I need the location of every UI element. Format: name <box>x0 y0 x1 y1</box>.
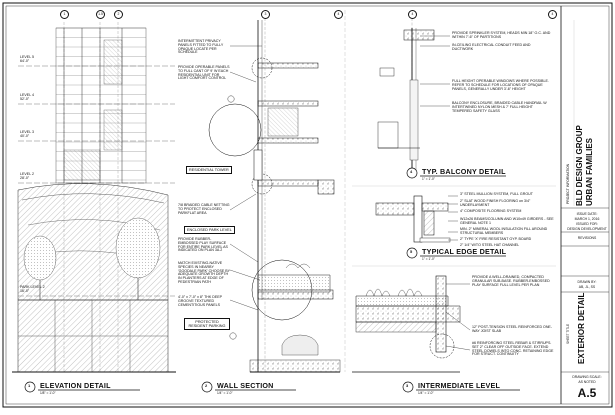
edge-note-mullion: 3" STEEL MULLION SYSTEM, FULL GROUT <box>460 192 533 196</box>
edge-note-hat-channel: 2" 1/4" W/TO STEEL HAT CHANNEL <box>460 243 520 247</box>
intermediate-view-title: INTERMEDIATE LEVEL <box>418 381 501 390</box>
drawing-scale-value: AS NOTED <box>578 380 596 384</box>
wall-note-cable-netting: 7/8 BRAIDED CABLE NETTING TO PROTECT ENC… <box>178 203 230 215</box>
drawn-by-label: DRAWN BY: <box>577 280 597 284</box>
elevation-detail-view <box>12 22 176 393</box>
wall-note-privacy-panels: INTERMITTENT PRIVACY PANELS FITTED TO FU… <box>178 39 224 55</box>
edge-note-insulation: MIN. 2" MINERAL WOOL INSULATION FILL ARO… <box>460 227 548 235</box>
drawn-by-value: AB, JL, SS <box>578 285 596 289</box>
wall-section-view-number: 2 <box>205 383 208 388</box>
tag-enclosed-park-level: ENCLOSED PARK LEVEL <box>184 226 235 234</box>
intermediate-view-scale: 1/4" = 1'-0" <box>418 391 434 395</box>
elevation-view-scale: 1/8" = 1'-0" <box>40 391 56 395</box>
edge-view-number: 5 <box>410 249 413 254</box>
edge-note-composite: 4" COMPOSITE FLOORING SYSTEM <box>460 209 522 213</box>
balcony-view-number: 4 <box>410 169 413 174</box>
grid-bubble: 4 <box>548 10 557 19</box>
wall-section-view-title: WALL SECTION <box>217 381 274 390</box>
firm-name: BLD DESIGN GROUP <box>575 125 584 206</box>
wall-section-view-scale: 1/4" = 1'-0" <box>217 391 233 395</box>
inter-note-subbase: PROVIDE A WELL-DRAINED, COMPACTED GRANUL… <box>472 275 550 287</box>
issued-for-label: ISSUED FOR: <box>576 222 598 226</box>
grid-bubble: 4 <box>334 10 343 19</box>
edge-note-gyp-board: 2" TYPE 'X' FIRE RESISTANT GYP. BOARD <box>460 237 532 241</box>
tag-protected-parking: PROTECTED RESIDENT PARKING <box>184 318 230 330</box>
edge-note-beams: W12x26 BEAMS/COLUMN AND W10x49 GIRDERS -… <box>460 217 554 225</box>
wall-note-play-surface: PROVIDE RUBBER-EMBOSSED PLAY SURFACE FOR… <box>178 237 228 253</box>
inter-note-rebar: #6 REINFORCING STEEL REBAR & STIRRUPS. S… <box>472 341 554 357</box>
project-name: URBAN FAMILIES <box>585 138 594 206</box>
grid-bubble: 1.5 <box>96 10 105 19</box>
wall-section-view <box>201 18 341 393</box>
balcony-view-scale: 1" = 1'-0" <box>422 177 435 181</box>
balcony-note-conduit: IN-CEILING ELECTRICAL CONDUIT FEED AND D… <box>452 43 531 51</box>
edge-view-title: TYPICAL EDGE DETAIL <box>422 247 507 256</box>
inter-note-slab: 12" POST-TENSION STEEL REINFORCED ONE-WA… <box>472 325 553 333</box>
elevation-view-title: ELEVATION DETAIL <box>40 381 111 390</box>
issue-date-label: ISSUE DATE: <box>576 212 598 216</box>
grid-bubble: 2 <box>114 10 123 19</box>
wall-note-native-species: MATCH EXISTING-NATIVE SPECIES IN NEARBY … <box>178 261 230 284</box>
sheet-number: A.5 <box>577 386 597 400</box>
intermediate-view-number: 3 <box>406 383 409 388</box>
revisions-label: REVISIONS <box>577 236 597 240</box>
balcony-note-sprinkler: PROVIDE SPRINKLER SYSTEM, HEADS MIN 18" … <box>452 31 551 39</box>
tag-residential-tower: RESIDENTIAL TOWER <box>186 166 232 174</box>
balcony-view-title: TYP. BALCONY DETAIL <box>422 167 506 176</box>
sheet-title-label: SHEET TITLE <box>566 323 570 344</box>
wall-note-cementitious-panels: 4'-0" x 7'-0" x 8" THK DEEP GROOVE TEXTU… <box>178 295 223 307</box>
balcony-detail-view <box>377 18 506 179</box>
grid-bubble: 3 <box>261 10 270 19</box>
issue-date-value: MARCH 1, 2016 <box>574 217 600 221</box>
wall-note-operable-panels: PROVIDE OPERABLE PANELS TO FULL CANT OF … <box>178 65 230 81</box>
grid-bubble: 4 <box>408 10 417 19</box>
grid-bubble: 1 <box>60 10 69 19</box>
project-info-label: PROJECT INFORMATION <box>566 163 570 204</box>
elevation-view-number: 1 <box>28 383 31 388</box>
edge-note-flooring: 2" SLAT WOOD FINISH FLOORING on 3/4" UND… <box>460 199 531 207</box>
drawing-scale-label: DRAWING SCALE: <box>572 375 602 379</box>
edge-view-scale: 1" = 1'-0" <box>422 257 435 261</box>
balcony-note-windows: FULL HEIGHT OPERABLE WINDOWS WHERE POSSI… <box>452 79 549 91</box>
intermediate-level-view <box>352 265 556 393</box>
edge-detail-view <box>352 185 556 259</box>
sheet-title: EXTERIOR DETAIL <box>577 292 586 364</box>
issued-for-value: DESIGN DEVELOPMENT <box>567 227 607 231</box>
balcony-note-enclosure: BALCONY ENCLOSURE, BRAIDED CABLE HANDRAI… <box>452 101 547 113</box>
